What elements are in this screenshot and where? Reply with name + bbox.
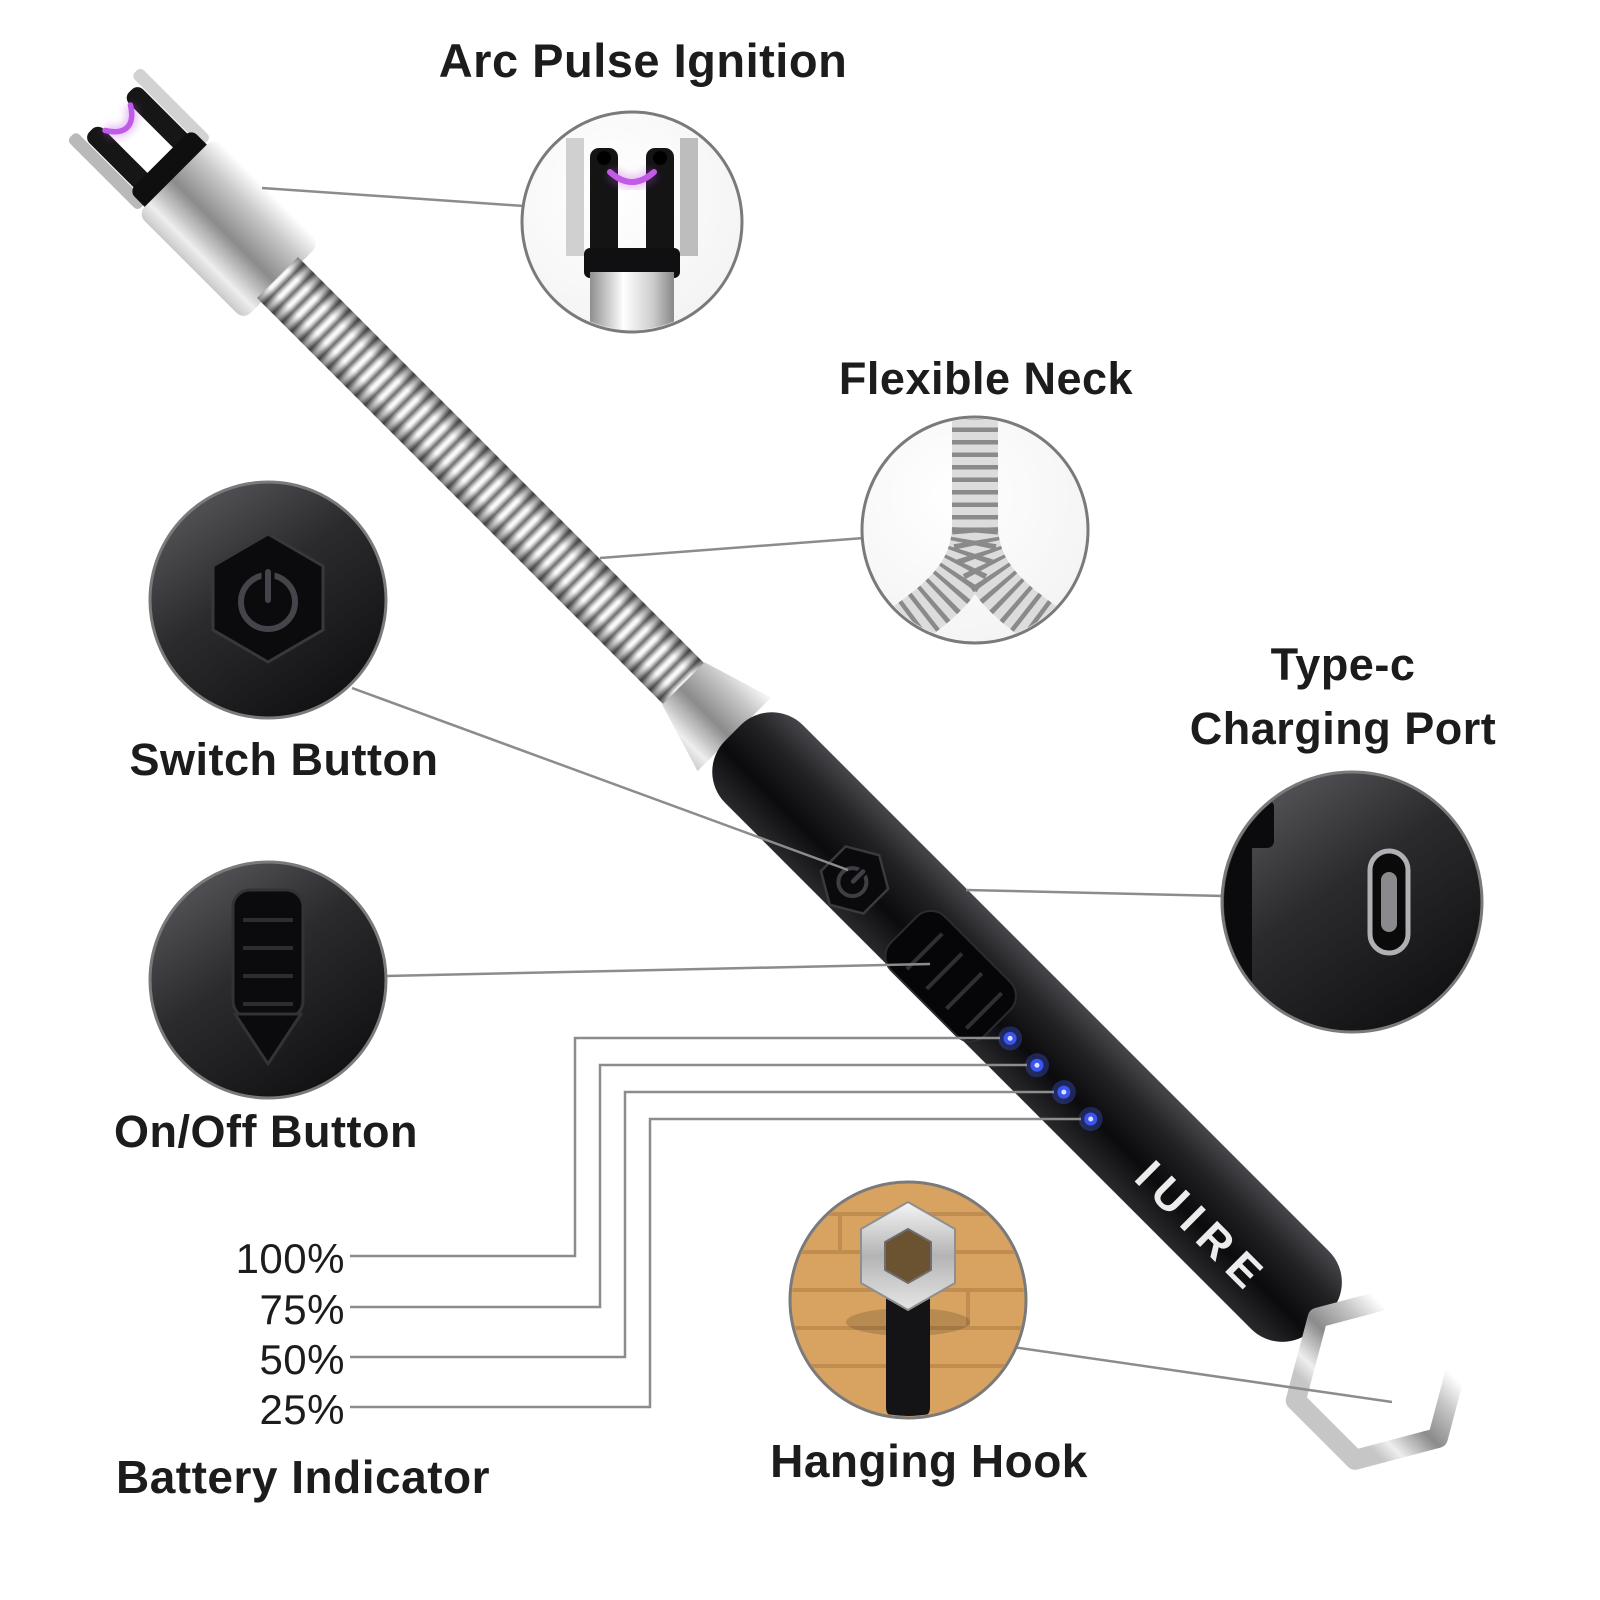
typec-charging-port-label: Type-c Charging Port <box>1190 633 1497 761</box>
battery-led <box>998 1026 1023 1051</box>
battery-line-75 <box>350 1063 1027 1309</box>
onoff-button-label: On/Off Button <box>114 1106 418 1157</box>
battery-indicator-label: Battery Indicator <box>115 1451 491 1503</box>
battery-led-indicators <box>998 1026 1103 1131</box>
battery-level-100: 100% <box>235 1235 345 1282</box>
flexible-neck-label: Flexible Neck <box>838 353 1134 404</box>
power-icon <box>238 564 298 632</box>
lighter-product: IUIRE <box>68 68 1470 1470</box>
battery-led <box>1078 1106 1103 1131</box>
tip-metal-head <box>141 141 316 316</box>
onoff-button-zoomed[interactable] <box>231 888 305 1066</box>
callout-circle-onoff-button <box>148 860 388 1100</box>
callout-line-arc <box>261 186 525 208</box>
hanging-hook-ring <box>1285 1285 1470 1470</box>
callout-circle-arc-ignition <box>520 110 744 334</box>
typec-label-line1: Type-c <box>1270 639 1416 690</box>
callout-line-hook <box>1005 1344 1393 1404</box>
callout-line-typec <box>965 888 1225 898</box>
tip-outer-prong <box>68 133 145 209</box>
battery-line-100 <box>350 1036 1000 1258</box>
switch-button-zoomed[interactable] <box>211 532 325 664</box>
arc-spark <box>102 102 138 138</box>
battery-led <box>1024 1053 1049 1078</box>
switch-button-on-handle[interactable] <box>809 834 901 926</box>
callout-circle-typec-port <box>1220 770 1484 1034</box>
battery-level-25: 25% <box>259 1386 345 1433</box>
arc-pulse-ignition-label: Arc Pulse Ignition <box>438 34 848 87</box>
battery-led <box>1051 1080 1076 1105</box>
callout-line-neck <box>599 536 865 560</box>
battery-level-75: 75% <box>259 1286 345 1333</box>
callout-lines <box>261 186 1393 1409</box>
battery-level-50: 50% <box>259 1336 345 1383</box>
callout-circle-switch-button <box>148 480 388 720</box>
callout-circle-hanging-hook <box>788 1180 1028 1420</box>
callout-circle-flexible-neck <box>860 415 1090 645</box>
hanging-hook-label: Hanging Hook <box>770 1435 1088 1487</box>
switch-button-label: Switch Button <box>129 734 439 785</box>
battery-line-25 <box>350 1117 1081 1409</box>
power-icon <box>836 864 870 899</box>
arc-spark-zoomed <box>605 166 659 189</box>
callout-line-onoff <box>385 962 931 978</box>
usb-c-port[interactable] <box>1367 848 1411 956</box>
callout-line-switch <box>351 686 849 872</box>
tip-outer-prong <box>133 68 209 145</box>
neck-collar <box>662 662 772 772</box>
typec-label-line2: Charging Port <box>1189 703 1497 754</box>
arc-electrodes <box>87 87 211 211</box>
hanging-hook-zoomed <box>860 1201 956 1416</box>
battery-line-50 <box>350 1090 1054 1359</box>
flexible-neck <box>257 257 707 707</box>
